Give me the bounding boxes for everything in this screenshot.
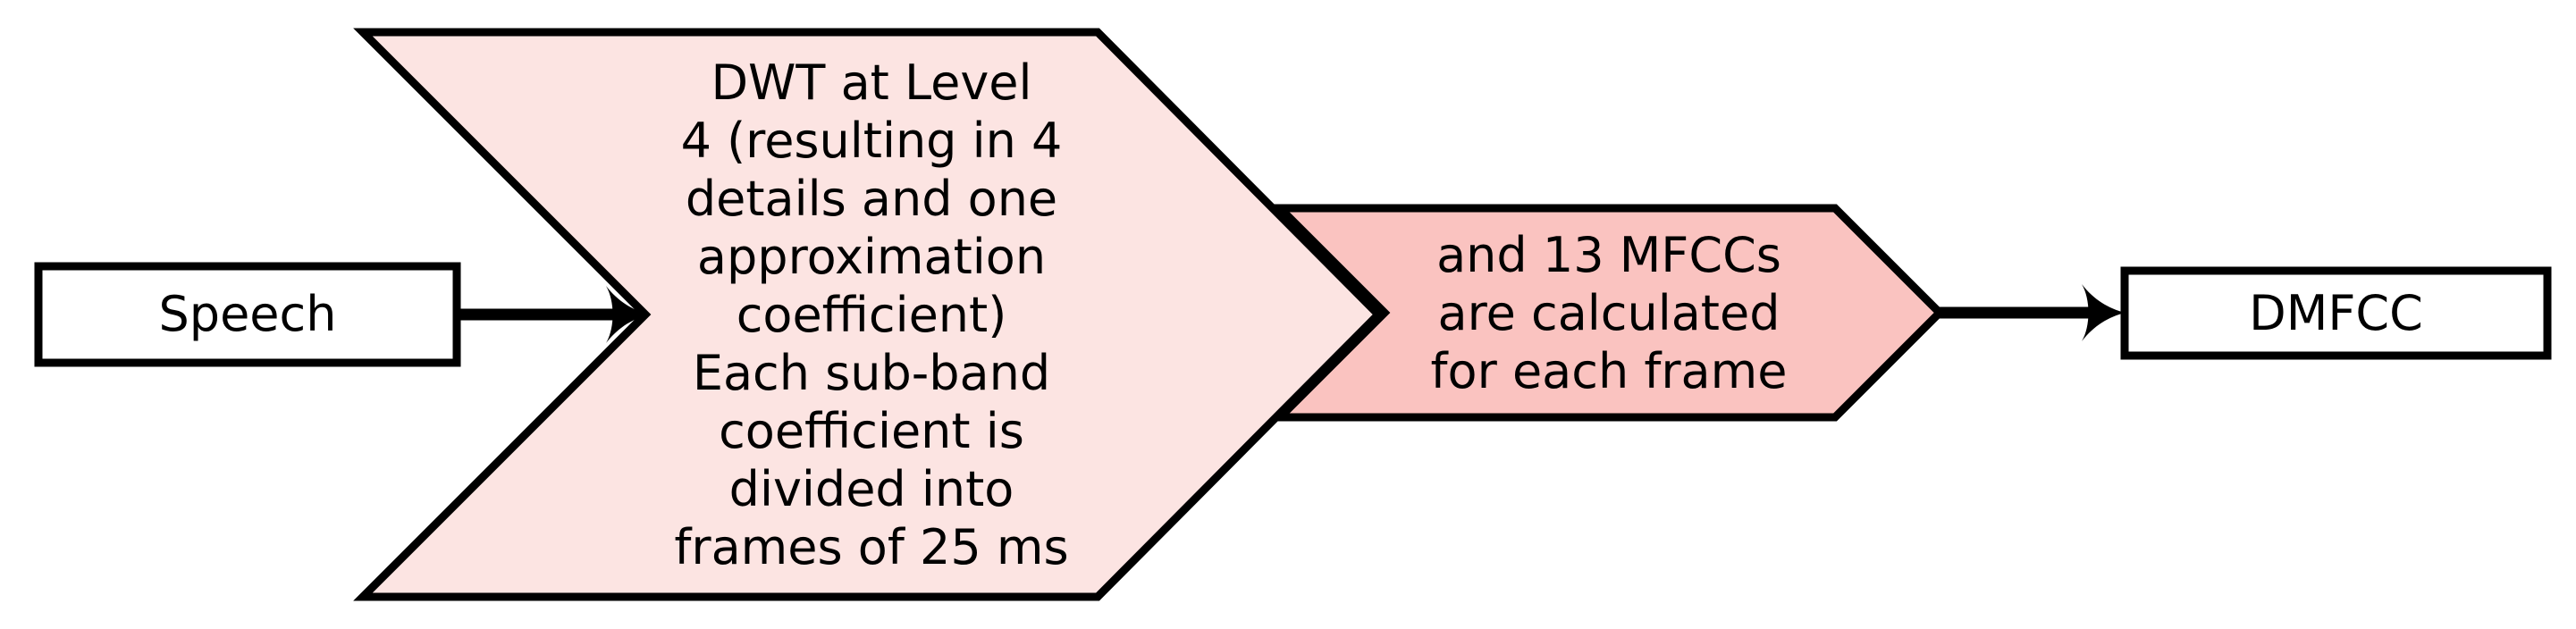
arrowhead-icon xyxy=(606,286,649,343)
mfcc-stage-chevron xyxy=(1270,204,1946,422)
arrowhead-icon xyxy=(2082,284,2125,341)
speech-box xyxy=(34,262,461,367)
dwt-stage-chevron xyxy=(353,28,1385,601)
dmfcc-box xyxy=(2120,266,2552,360)
connector-mfcc-to-dmfcc xyxy=(1940,284,2125,341)
connector-speech-to-dwt xyxy=(457,286,649,343)
